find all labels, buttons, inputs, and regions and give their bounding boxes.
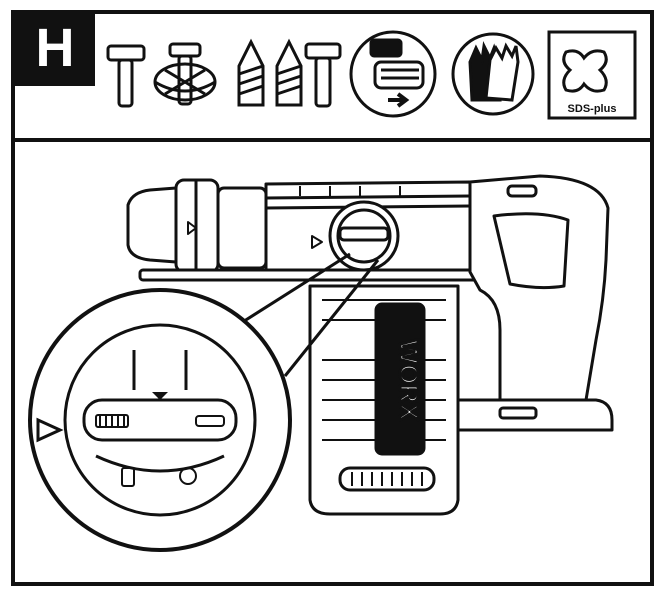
handle <box>468 174 610 422</box>
outer-frame <box>11 10 654 586</box>
drill-bit-icon <box>237 38 265 107</box>
drill-bit-double-icon <box>275 38 303 107</box>
drill-mode-icon <box>121 467 135 487</box>
chisel-rotary-icon <box>153 42 217 106</box>
step-badge: H <box>15 14 95 86</box>
brand-label: WORX <box>394 340 424 422</box>
pointer-arrow-icon <box>36 417 64 443</box>
hammer-icon <box>304 42 342 108</box>
sds-plus-label: SDS-plus <box>568 103 617 115</box>
sds-plus-icon: SDS-plus <box>547 30 637 120</box>
hammer-bit-icon <box>106 44 146 108</box>
zoom-callout-lines <box>229 252 380 377</box>
step-letter: H <box>36 18 75 78</box>
bit-insert-icon <box>349 30 437 118</box>
rotary-hammer-drawing: WORX <box>126 174 614 516</box>
gloves-icon <box>451 32 535 116</box>
mode-selector-zoom <box>28 288 292 552</box>
hammer-mode-icon <box>179 467 197 485</box>
chuck <box>126 186 178 264</box>
